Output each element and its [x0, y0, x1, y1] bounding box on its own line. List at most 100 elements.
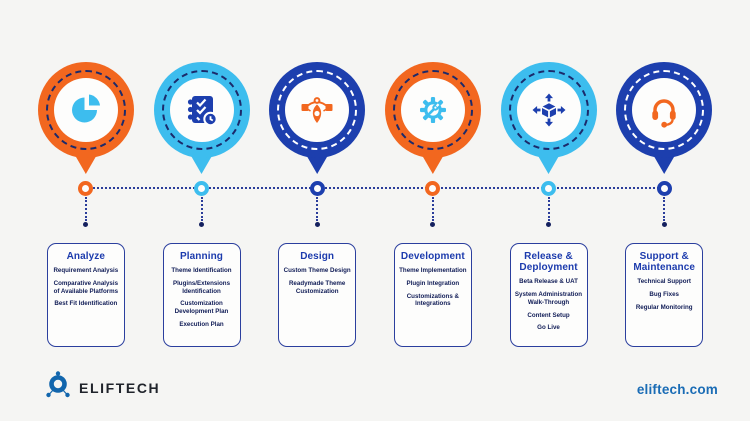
stage-item: Theme Identification	[171, 267, 232, 275]
marker-dashed-ring	[45, 70, 126, 150]
marker-circle	[616, 62, 713, 158]
marker-dashed-ring	[161, 70, 242, 150]
stage-title: Design	[300, 251, 335, 262]
marker-inner-circle	[285, 78, 350, 142]
stage-item-list: Beta Release & UAT System Administration …	[515, 278, 583, 332]
stage-item: Bug Fixes	[649, 291, 679, 299]
stage-item: Readymade Theme Customization	[288, 279, 346, 295]
stage-item: Technical Support	[637, 278, 691, 286]
eliftech-molecule-logo-icon	[45, 371, 71, 404]
timeline-end-dot	[199, 222, 204, 227]
stage-item: Go Live	[537, 324, 560, 332]
stage-item: Requirement Analysis	[53, 267, 119, 275]
timeline-node	[28, 181, 144, 243]
stage-column: Release & Deployment Beta Release & UAT S…	[491, 62, 607, 347]
stage-title: Planning	[179, 251, 224, 262]
timeline-line	[86, 187, 662, 189]
stage-item: Regular Monitoring	[635, 303, 693, 311]
marker-dashed-ring	[624, 70, 705, 150]
stage-marker	[375, 62, 491, 181]
marker-circle	[500, 62, 597, 158]
timeline-ring	[194, 181, 209, 196]
stage-item: Best Fit Identification	[54, 300, 118, 308]
stage-marker	[491, 62, 607, 181]
timeline-end-dot	[430, 222, 436, 227]
stage-item: Beta Release & UAT	[519, 278, 578, 286]
stage-marker	[144, 62, 260, 181]
stage-item: Custom Theme Design	[283, 267, 351, 275]
timeline-vertical-connector	[84, 197, 87, 221]
stage-item: Execution Plan	[179, 320, 224, 328]
timeline-vertical-connector	[431, 197, 434, 221]
marker-inner-circle	[169, 78, 234, 142]
timeline-vertical-connector	[663, 197, 666, 221]
stage-title: Support & Maintenance	[633, 251, 696, 274]
timeline-ring	[541, 181, 557, 196]
stage-item: Plugin Integration	[406, 279, 460, 287]
timeline-vertical-connector	[200, 197, 203, 221]
timeline-end-dot	[83, 222, 89, 227]
timeline-vertical-connector	[316, 197, 319, 221]
marker-dashed-ring	[277, 70, 358, 150]
timeline-node	[144, 181, 260, 243]
stage-card: Release & Deployment Beta Release & UAT S…	[509, 243, 588, 347]
stage-title: Analyze	[66, 251, 106, 262]
stage-marker	[606, 62, 722, 181]
pie-chart-icon	[68, 92, 104, 128]
stage-item: Customization Development Plan	[174, 300, 229, 316]
timeline-end-dot	[661, 222, 667, 227]
stage-item: Plugins/Extensions Identification	[172, 279, 231, 295]
marker-dashed-ring	[392, 70, 473, 150]
timeline-ring	[78, 181, 94, 196]
timeline-ring	[656, 181, 672, 196]
timeline-node	[375, 181, 491, 243]
marker-inner-circle	[516, 78, 581, 142]
marker-inner-circle	[632, 78, 697, 142]
marker-inner-circle	[400, 78, 465, 142]
gear-wrench-icon	[415, 92, 451, 128]
stage-item: Theme Implementation	[399, 267, 467, 275]
checklist-clock-icon	[184, 92, 220, 128]
stage-title: Release & Deployment	[519, 251, 578, 274]
stage-item: Customizations & Integrations	[406, 292, 459, 308]
marker-circle	[37, 62, 134, 158]
logo-wordmark: ELIFTECH	[79, 379, 161, 396]
website-link[interactable]: eliftech.com	[636, 382, 718, 397]
stage-item: Comparative Analysis of Available Platfo…	[53, 279, 119, 295]
stage-item: Content Setup	[527, 311, 570, 319]
timeline-end-dot	[546, 222, 552, 227]
timeline-vertical-connector	[547, 197, 550, 221]
stage-title: Development	[400, 251, 465, 262]
marker-inner-circle	[53, 78, 118, 142]
timeline-node	[259, 181, 375, 243]
timeline-end-dot	[314, 222, 320, 227]
eliftech-logo: ELIFTECH	[45, 371, 160, 404]
deploy-cube-icon	[531, 92, 567, 128]
timeline-ring	[425, 181, 441, 196]
stage-marker	[28, 62, 144, 181]
stage-item: System Administration Walk-Through	[514, 291, 583, 306]
timeline-ring	[309, 181, 325, 196]
marker-circle	[384, 62, 481, 158]
timeline-node	[606, 181, 722, 243]
headset-icon	[646, 92, 682, 128]
marker-dashed-ring	[508, 70, 589, 150]
marker-circle	[269, 62, 366, 158]
